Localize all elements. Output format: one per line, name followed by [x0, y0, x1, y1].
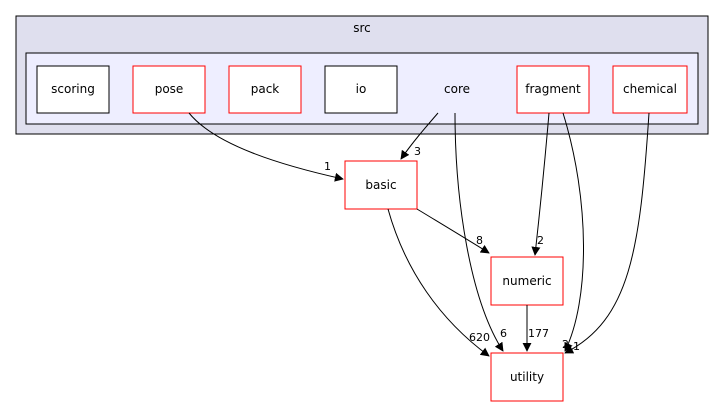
edge-pose-basic-label: 1: [324, 160, 331, 173]
node-scoring-label: scoring: [51, 82, 95, 96]
node-chemical[interactable]: chemical: [612, 65, 688, 114]
cluster-src-label: src: [353, 21, 371, 35]
node-fragment[interactable]: fragment: [516, 65, 590, 114]
node-fragment-label: fragment: [525, 82, 581, 96]
node-basic[interactable]: basic: [344, 160, 418, 210]
edge-chemical-utility-label: 1: [573, 340, 580, 353]
node-chemical-label: chemical: [623, 82, 677, 96]
edge-core-utility-label: 6: [500, 327, 507, 340]
node-numeric[interactable]: numeric: [490, 256, 564, 306]
edge-basic-numeric[interactable]: 8: [416, 208, 490, 254]
node-basic-label: basic: [365, 178, 396, 192]
node-io[interactable]: io: [324, 65, 398, 114]
node-pack-label: pack: [251, 82, 280, 96]
node-numeric-label: numeric: [502, 274, 551, 288]
edge-chemical-utility[interactable]: 1: [564, 112, 650, 354]
edge-fragment-utility-label: 2: [562, 338, 569, 351]
cluster-core-label: core: [444, 82, 470, 96]
edge-basic-utility[interactable]: 620: [387, 208, 490, 357]
edge-pose-basic[interactable]: 1: [188, 112, 344, 182]
node-utility[interactable]: utility: [490, 352, 564, 402]
edge-fragment-numeric-label: 2: [537, 234, 544, 247]
edge-core-basic[interactable]: 3: [400, 112, 439, 160]
node-io-label: io: [356, 82, 367, 96]
node-pose[interactable]: pose: [132, 65, 206, 114]
edge-numeric-utility-label: 177: [528, 327, 549, 340]
edge-fragment-utility[interactable]: 2: [562, 112, 584, 352]
edge-core-utility[interactable]: 6: [454, 112, 507, 352]
edge-basic-numeric-label: 8: [476, 234, 483, 247]
node-utility-label: utility: [510, 370, 544, 384]
node-scoring[interactable]: scoring: [36, 65, 110, 114]
node-pack[interactable]: pack: [228, 65, 302, 114]
edge-basic-utility-label: 620: [469, 331, 490, 344]
edge-numeric-utility[interactable]: 177: [522, 305, 549, 352]
edge-fragment-numeric[interactable]: 2: [531, 112, 550, 256]
edge-core-basic-label: 3: [414, 145, 421, 158]
node-pose-label: pose: [155, 82, 184, 96]
